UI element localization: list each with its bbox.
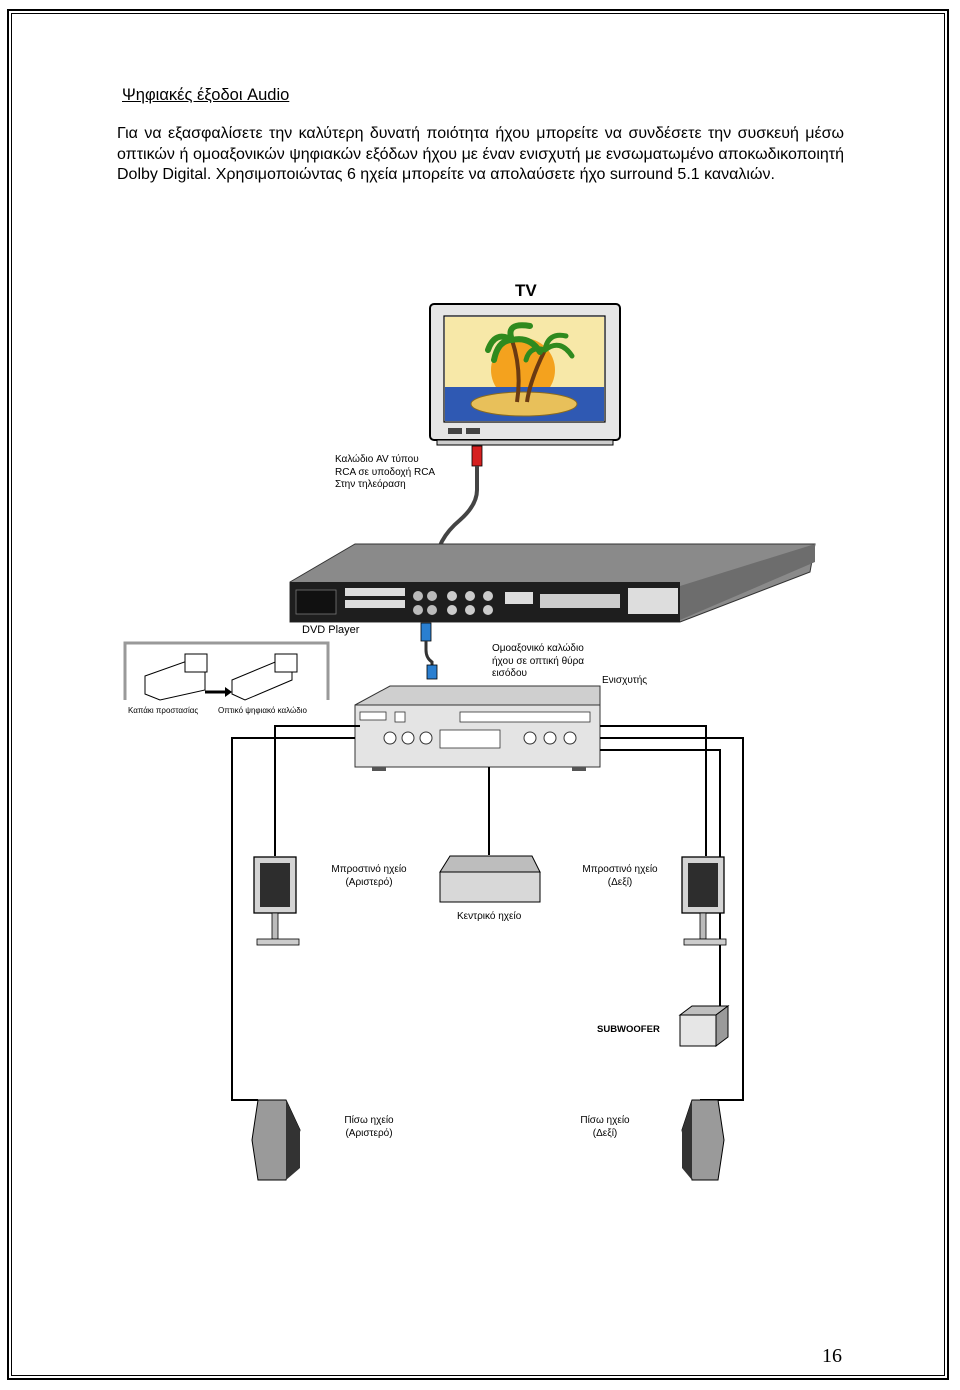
amplifier-illustration <box>354 685 601 771</box>
subwoofer-label: SUBWOOFER <box>597 1024 660 1035</box>
front-right-label: Μπροστινό ηχείο (Δεξί) <box>582 864 658 888</box>
coaxial-cable <box>420 622 438 680</box>
subwoofer-speaker <box>678 1005 730 1047</box>
center-speaker-label: Κεντρικό ηχείο <box>457 911 522 922</box>
page-number: 16 <box>822 1345 842 1367</box>
front-left-speaker <box>253 856 300 946</box>
tv-label: TV <box>515 281 537 300</box>
rear-left-speaker <box>251 1099 301 1181</box>
front-right-speaker <box>681 856 727 946</box>
optical-cable-label: Οπτικό ψηφιακό καλώδιο <box>218 706 307 715</box>
front-left-label: Μπροστινό ηχείο (Αριστερό) <box>331 864 407 888</box>
page-border-outer <box>7 9 949 1380</box>
section-heading: Ψηφιακές έξοδοι Audio <box>122 86 290 104</box>
optical-inset <box>123 641 330 701</box>
intro-paragraph: Για να εξασφαλίσετε την καλύτερη δυνατή … <box>117 125 844 183</box>
rear-left-label: Πίσω ηχείο (Αριστερό) <box>344 1115 394 1139</box>
amplifier-label: Ενισχυτής <box>602 675 648 686</box>
dvd-player-label: DVD Player <box>302 624 360 636</box>
protection-cap-label: Καπάκι προστασίας <box>128 706 199 715</box>
center-speaker <box>439 855 541 903</box>
page-border-inner <box>11 13 945 1376</box>
coax-cable-label: Ομοαξονικό καλώδιο ήχου σε οπτική θύρα ε… <box>492 643 585 679</box>
rear-right-label: Πίσω ηχείο (Δεξί) <box>580 1115 630 1139</box>
tv-illustration <box>429 303 621 446</box>
dvd-player-illustration <box>289 543 816 623</box>
rear-right-speaker <box>681 1099 725 1181</box>
av-cable-label: Καλώδιο AV τύπου RCA σε υποδοχή RCA Στην… <box>335 454 436 490</box>
speaker-wires <box>231 725 744 1101</box>
